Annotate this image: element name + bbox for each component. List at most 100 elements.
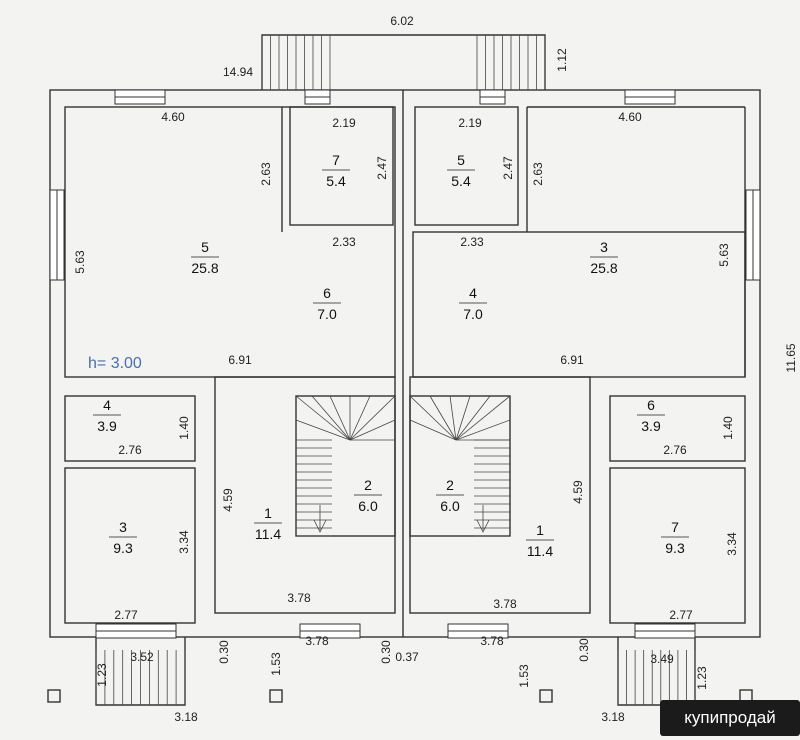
dimension-label: 2.47 <box>501 156 515 180</box>
room-area: 25.8 <box>191 260 218 276</box>
step <box>455 395 511 441</box>
step <box>455 419 511 441</box>
room-label-r7: 79.3 <box>661 519 689 556</box>
room-number: 4 <box>469 285 477 301</box>
step <box>349 419 396 441</box>
dimension-label: 2.47 <box>375 156 389 180</box>
room-area: 7.0 <box>463 306 483 322</box>
dimension-label: 6.91 <box>560 353 584 367</box>
step <box>311 395 351 441</box>
post <box>539 689 553 703</box>
room-number: 7 <box>671 519 679 535</box>
dimension-label: 1.53 <box>269 652 283 676</box>
front-porch-right <box>617 637 696 706</box>
step <box>455 395 491 441</box>
post <box>47 689 61 703</box>
room-area: 5.4 <box>326 173 346 189</box>
stair-l2 <box>295 395 396 537</box>
dimension-label: 2.33 <box>460 235 484 249</box>
stairs <box>95 35 696 705</box>
room-l7 <box>289 106 394 226</box>
room-label-l1: 111.4 <box>254 505 282 542</box>
dimension-label: 6.02 <box>390 14 414 28</box>
step <box>295 395 351 441</box>
step <box>329 395 351 441</box>
room-number: 7 <box>332 152 340 168</box>
room-r5 <box>414 106 519 226</box>
dimension-label: 5.63 <box>717 243 731 267</box>
dimension-label: 4.59 <box>571 480 585 504</box>
room-area: 6.0 <box>358 498 378 514</box>
dimension-label: 1.23 <box>695 666 709 690</box>
room-label-r6: 63.9 <box>637 397 665 434</box>
room-number: 2 <box>364 477 372 493</box>
step <box>349 395 371 441</box>
step <box>429 395 457 441</box>
room-r6 <box>609 395 746 462</box>
room-area: 6.0 <box>440 498 460 514</box>
step <box>409 419 457 441</box>
dimension-label: 5.63 <box>73 250 87 274</box>
room-area: 3.9 <box>641 418 661 434</box>
room-label-l5: 525.8 <box>191 239 219 276</box>
dimension-label: 4.60 <box>161 110 185 124</box>
room-area: 5.4 <box>451 173 471 189</box>
dimension-label: 3.78 <box>480 634 504 648</box>
room-number: 6 <box>323 285 331 301</box>
watermark-logo: купипродай <box>660 700 800 736</box>
dimension-label: 0.30 <box>379 640 393 664</box>
dimension-label: 2.63 <box>259 162 273 186</box>
stair-arrow-head <box>313 519 327 533</box>
dimension-label: 3.18 <box>601 710 625 724</box>
dimension-label: 0.37 <box>395 650 419 664</box>
dimension-label: 1.40 <box>177 416 191 440</box>
step <box>455 395 471 441</box>
room-label-r2: 26.0 <box>436 477 464 514</box>
room-l3 <box>64 467 196 624</box>
room-area: 11.4 <box>255 526 281 542</box>
room-area: 7.0 <box>317 306 337 322</box>
room-area: 11.4 <box>527 543 553 559</box>
dimension-label: 1.23 <box>95 663 109 687</box>
room-number: 2 <box>446 477 454 493</box>
room-number: 3 <box>119 519 127 535</box>
post <box>269 689 283 703</box>
room-number: 3 <box>600 239 608 255</box>
room-area: 9.3 <box>113 540 133 556</box>
room-area: 3.9 <box>97 418 117 434</box>
dimension-label: 2.33 <box>332 235 356 249</box>
dimension-label: 3.78 <box>287 591 311 605</box>
room-label-l4: 43.9 <box>93 397 121 434</box>
stair-arrow-head <box>476 519 490 533</box>
dimension-label: 3.34 <box>177 530 191 554</box>
dimension-label: 3.49 <box>650 652 674 666</box>
room-number: 6 <box>647 397 655 413</box>
room-label-l3: 39.3 <box>109 519 137 556</box>
dimension-label: 2.77 <box>669 608 693 622</box>
room-number: 4 <box>103 397 111 413</box>
room-label-l6: 67.0 <box>313 285 341 322</box>
room-number: 5 <box>201 239 209 255</box>
labels: 525.867.075.443.939.3111.426.055.4325.84… <box>73 14 798 724</box>
dimension-label: 1.12 <box>555 48 569 72</box>
dimension-label: 0.30 <box>217 640 231 664</box>
room-number: 1 <box>536 522 544 538</box>
dimension-label: 2.19 <box>332 116 356 130</box>
dimension-label: 0.30 <box>577 638 591 662</box>
windows <box>49 89 761 639</box>
dimension-label: 2.76 <box>663 443 687 457</box>
room-number: 5 <box>457 152 465 168</box>
outer-wall <box>49 89 761 638</box>
dimension-label: 2.76 <box>118 443 142 457</box>
dimension-label: 2.77 <box>114 608 138 622</box>
ceiling-height-label: h= 3.00 <box>88 355 142 372</box>
dimension-label: 4.60 <box>618 110 642 124</box>
dimension-label: 1.53 <box>517 664 531 688</box>
step <box>449 395 457 441</box>
dimension-label: 3.34 <box>725 532 739 556</box>
dimension-label: 3.52 <box>130 650 154 664</box>
dimension-label: 11.65 <box>784 343 798 372</box>
step <box>349 395 396 441</box>
room-area: 25.8 <box>590 260 617 276</box>
